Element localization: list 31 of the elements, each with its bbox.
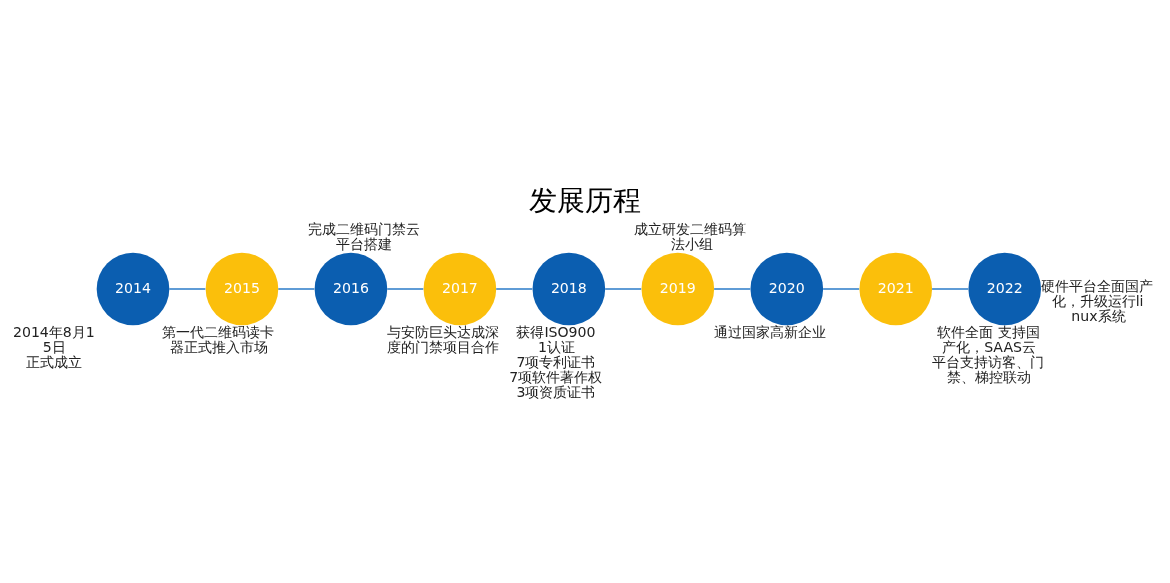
node-circle: 2018 xyxy=(532,252,606,325)
node-label: 成立研发二维码算法小组 xyxy=(634,220,747,252)
node-label: 2014年8月15日 xyxy=(12,323,95,355)
node-label: 通过国家高新企业 xyxy=(714,323,827,340)
connector xyxy=(931,287,969,290)
node-label: 7项软件著作权 xyxy=(509,368,603,385)
node-label: 与安防巨头达成深度的门禁项目合作 xyxy=(387,323,500,355)
node-label: 7项专利证书 xyxy=(516,353,596,370)
node-circle: 2019 xyxy=(641,252,715,325)
node-label: 正式成立 xyxy=(25,353,82,370)
connector xyxy=(386,287,424,290)
node-label: 完成二维码门禁云平台搭建 xyxy=(307,220,420,252)
connector xyxy=(713,287,751,290)
node-label: 第一代二维码读卡器正式推入市场 xyxy=(162,323,275,355)
node-circle: 2014 xyxy=(96,252,170,325)
node-circle: 2020 xyxy=(750,252,824,325)
node-label: 3项资质证书 xyxy=(516,383,596,400)
node-circle: 2021 xyxy=(859,252,933,325)
connector xyxy=(822,287,860,290)
node-circle: 2016 xyxy=(314,252,388,325)
connector xyxy=(168,287,207,290)
node-label: 硬件平台全面国产化，升级运行linux系统 xyxy=(1041,277,1154,324)
node-circle: 2017 xyxy=(423,252,497,325)
connector xyxy=(277,287,316,290)
diagram-title: 发展历程 xyxy=(529,183,641,217)
node-circle: 2015 xyxy=(205,252,279,325)
connector xyxy=(495,287,533,290)
node-label: 获得ISO9001认证 xyxy=(516,323,596,355)
node-label: 软件全面 支持国产化，SAAS云平台支持访客、门禁、梯控联动 xyxy=(932,323,1045,385)
connector xyxy=(604,287,642,290)
node-circle: 2022 xyxy=(968,252,1042,325)
